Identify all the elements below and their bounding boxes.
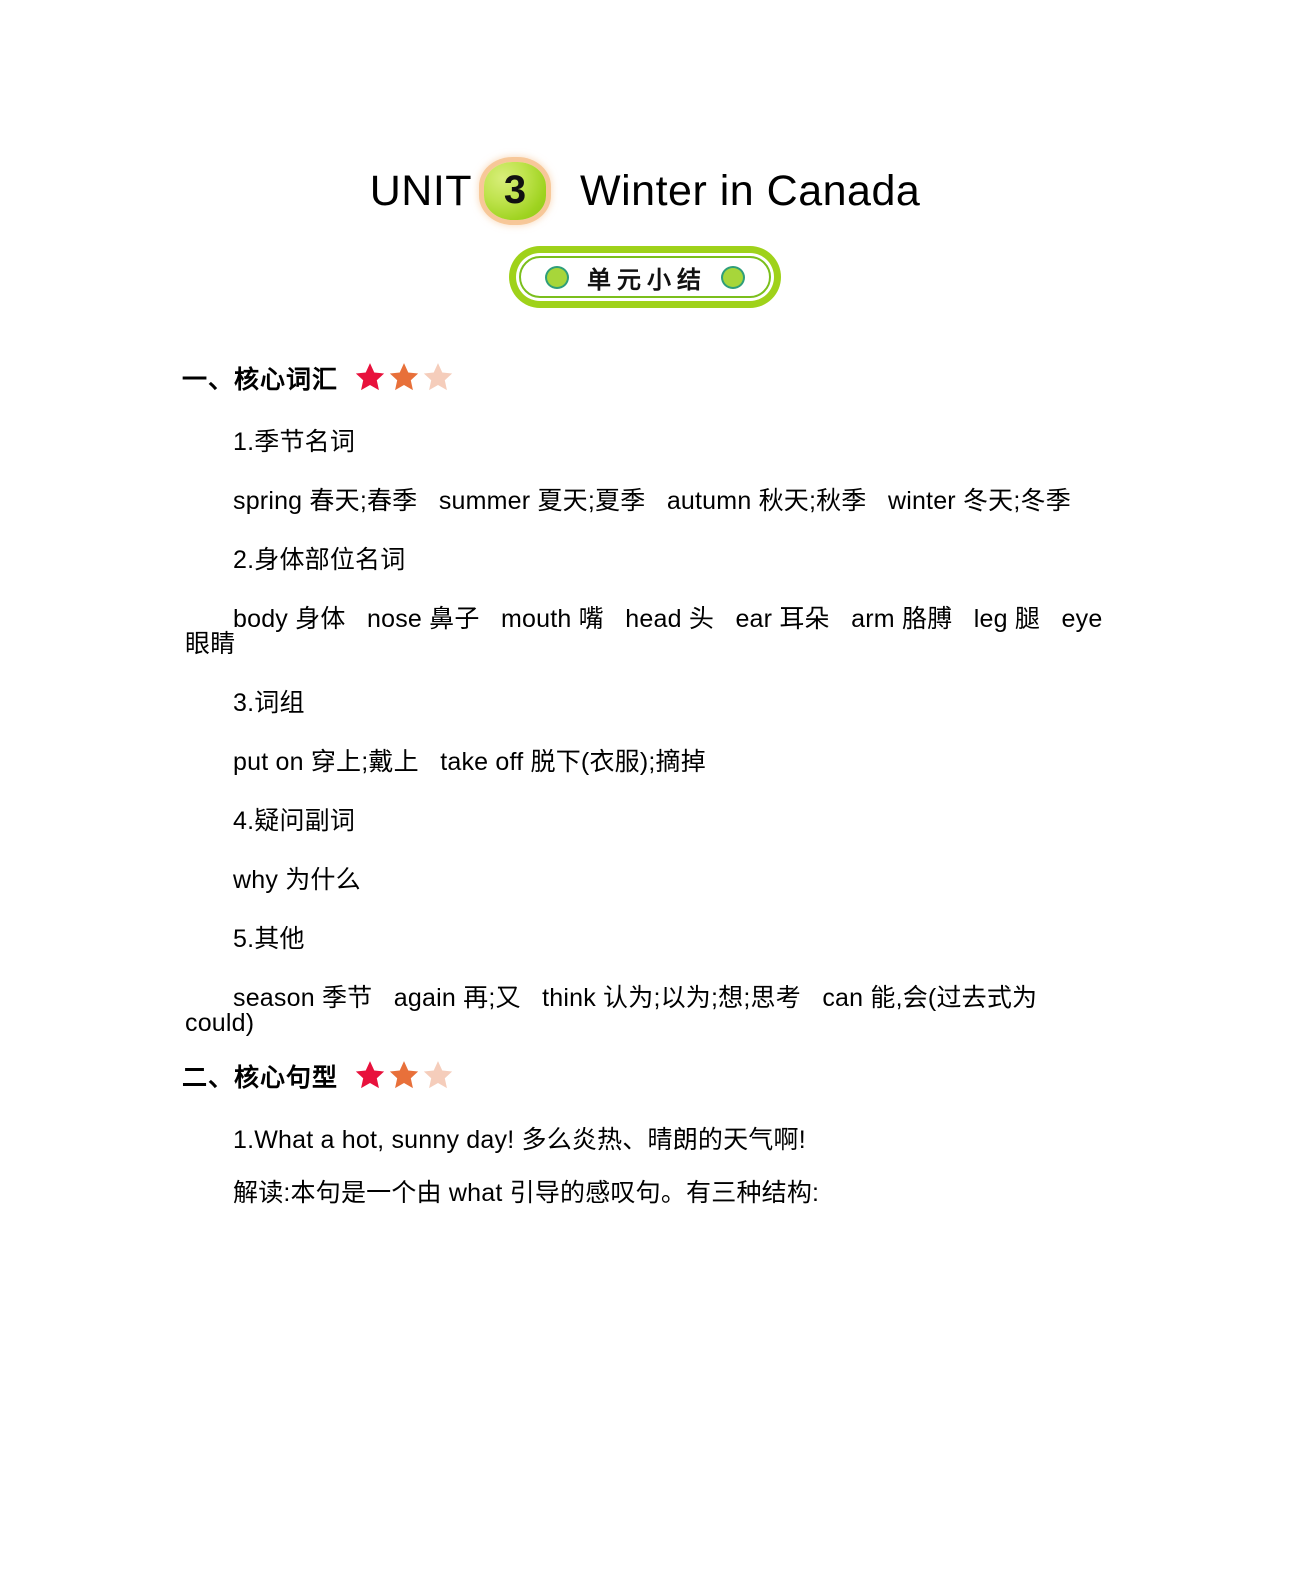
circle-icon-right <box>721 265 745 289</box>
spacer <box>185 1153 1105 1181</box>
list-item: season 季节 again 再;又 think 认为;以为;想;思考 can… <box>185 984 1038 1037</box>
list-item-label: 2.身体部位名词 <box>233 546 406 574</box>
badge-blob-shape <box>484 162 547 220</box>
spacer <box>185 396 1105 430</box>
list-item: put on 穿上;戴上 take off 脱下(衣服);摘掉 <box>233 748 706 776</box>
spacer <box>185 308 1105 348</box>
list-item: spring 春天;春季 summer 夏天;夏季 autumn 秋天;秋季 w… <box>233 487 1071 515</box>
section-heading-vocabulary: 一、核心词汇 <box>182 360 1105 396</box>
rating-stars-sentence-patterns <box>354 1059 454 1091</box>
spacer <box>185 1036 1105 1058</box>
spacer <box>185 716 1105 750</box>
unit-number-badge: 3 <box>484 162 547 220</box>
spacer <box>185 775 1105 809</box>
star-icon-empty <box>423 363 453 391</box>
spacer <box>185 455 1105 489</box>
unit-title: Winter in Canada <box>580 166 921 215</box>
spacer <box>185 1094 1105 1128</box>
unit-label: UNIT <box>369 166 473 215</box>
spacer <box>185 657 1105 691</box>
list-item-label: 5.其他 <box>233 925 305 953</box>
star-icon-empty <box>423 1061 453 1089</box>
spacer <box>185 834 1105 868</box>
star-icon-half <box>389 363 419 391</box>
circle-icon-left <box>545 265 569 289</box>
summary-badge: 单元小结 <box>185 246 1105 308</box>
rating-stars-vocabulary <box>354 361 454 393</box>
section-heading-label: 二、核心句型 <box>182 1064 339 1092</box>
summary-badge-outer: 单元小结 <box>509 246 781 308</box>
page-title: UNIT 3 Winter in Canada <box>185 0 1105 224</box>
list-item: 解读:本句是一个由 what 引导的感叹句。有三种结构: <box>233 1179 820 1207</box>
section-heading-sentence-patterns: 二、核心句型 <box>182 1058 1105 1094</box>
spacer <box>185 348 1105 360</box>
spacer <box>185 514 1105 548</box>
list-item-label: 1.季节名词 <box>233 428 356 456</box>
star-icon-half <box>389 1061 419 1089</box>
summary-badge-label: 单元小结 <box>587 266 707 294</box>
star-icon-filled <box>355 363 385 391</box>
section-heading-label: 一、核心词汇 <box>182 366 339 394</box>
summary-badge-inner: 单元小结 <box>519 256 771 298</box>
list-item: 1.What a hot, sunny day! 多么炎热、晴朗的天气啊! <box>233 1126 806 1154</box>
list-item: body 身体 nose 鼻子 mouth 嘴 head 头 ear 耳朵 ar… <box>185 605 1110 658</box>
list-item-label: 4.疑问副词 <box>233 807 356 835</box>
unit-number: 3 <box>503 168 527 212</box>
star-icon-filled <box>355 1061 385 1089</box>
spacer <box>185 952 1105 986</box>
list-item-label: 3.词组 <box>233 689 305 717</box>
spacer <box>185 893 1105 927</box>
spacer <box>185 573 1105 607</box>
list-item: why 为什么 <box>233 866 361 894</box>
